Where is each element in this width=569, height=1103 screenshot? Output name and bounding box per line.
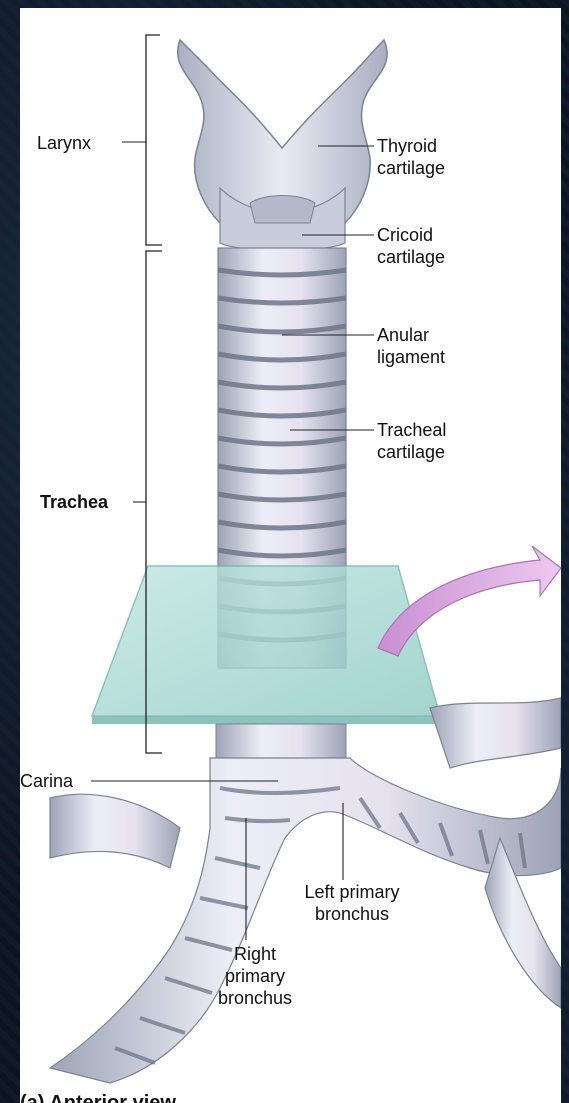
- trachea-label: Trachea: [40, 491, 108, 513]
- thyroid-line-2: cartilage: [377, 157, 445, 179]
- trachea-illustration: [20, 8, 561, 1103]
- cricoid-line-1: Cricoid: [377, 224, 445, 246]
- anular-line-1: Anular: [377, 324, 445, 346]
- right-bronchus-line-2: primary: [210, 965, 300, 987]
- figure-panel: Larynx Thyroid cartilage Cricoid cartila…: [20, 8, 561, 1103]
- cricoid-line-2: cartilage: [377, 246, 445, 268]
- left-bronchus-line-1: Left primary: [282, 881, 422, 903]
- tracheal-cartilage-label: Tracheal cartilage: [377, 419, 446, 463]
- right-bronchus-line-1: Right: [210, 943, 300, 965]
- cricoid-cartilage-label: Cricoid cartilage: [377, 224, 445, 268]
- anular-ligament-label: Anular ligament: [377, 324, 445, 368]
- tracheal-line-2: cartilage: [377, 441, 446, 463]
- larynx-shape: [178, 40, 387, 251]
- carina-label: Carina: [20, 770, 73, 792]
- anular-line-2: ligament: [377, 346, 445, 368]
- thyroid-line-1: Thyroid: [377, 135, 445, 157]
- thyroid-cartilage-label: Thyroid cartilage: [377, 135, 445, 179]
- tracheal-line-1: Tracheal: [377, 419, 446, 441]
- left-primary-bronchus-label: Left primary bronchus: [282, 881, 422, 925]
- left-bronchus-line-2: bronchus: [282, 903, 422, 925]
- right-bronchus-line-3: bronchus: [210, 987, 300, 1009]
- figure-caption: (a) Anterior view: [20, 1092, 176, 1103]
- larynx-label: Larynx: [37, 132, 91, 154]
- right-primary-bronchus-label: Right primary bronchus: [210, 943, 300, 1009]
- larynx-bracket: [146, 35, 162, 245]
